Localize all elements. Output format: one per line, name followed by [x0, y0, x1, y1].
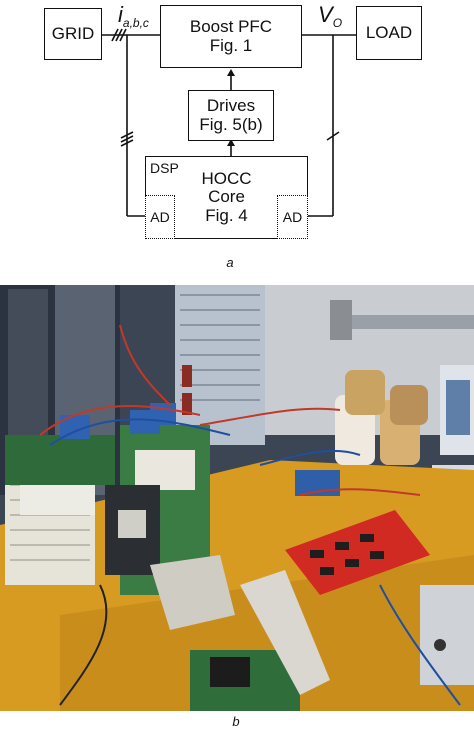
load-label: LOAD [365, 22, 413, 42]
voltage-signal-label: VO [318, 2, 342, 30]
ad-left-label: AD [150, 209, 170, 225]
hocc-core: Core [208, 187, 245, 207]
hocc-ref: Fig. 4 [205, 205, 248, 225]
grid-label: GRID [51, 23, 95, 43]
laboratory-prototype-photo [0, 285, 474, 711]
ad-right-label: AD [282, 209, 303, 225]
current-signal-label: ia,b,c [118, 2, 149, 30]
drives-box: Drives Fig. 5(b) [188, 90, 274, 141]
dsp-label: DSP [150, 160, 179, 176]
grid-box: GRID [44, 8, 102, 60]
drives-title: Drives [206, 96, 256, 116]
caption-b: b [232, 714, 240, 729]
load-box: LOAD [356, 6, 422, 60]
boost-pfc-ref: Fig. 1 [209, 35, 253, 55]
boost-pfc-box: Boost PFC Fig. 1 [160, 5, 302, 68]
current-symbol: i [118, 2, 123, 27]
current-subscript: a,b,c [122, 16, 149, 30]
drives-ref: Fig. 5(b) [199, 114, 263, 134]
caption-a: a [226, 255, 234, 270]
ad-right-box: AD [277, 195, 308, 239]
ad-left-box: AD [145, 195, 175, 239]
voltage-subscript: O [332, 16, 343, 30]
hocc-title: HOCC [201, 168, 252, 188]
diagram-wires [102, 28, 356, 217]
voltage-symbol: V [318, 2, 333, 27]
boost-pfc-title: Boost PFC [189, 17, 273, 37]
